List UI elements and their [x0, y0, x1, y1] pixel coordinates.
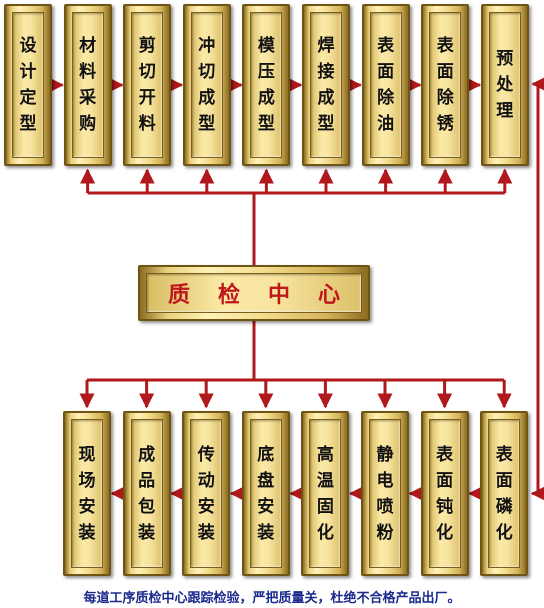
quality-center-box: 质检中心	[138, 265, 370, 321]
step-top-5-label: 模压成型	[257, 36, 275, 134]
step-bottom-2-label: 成品包装	[138, 444, 156, 543]
step-bottom-7: 表面钝化	[420, 411, 469, 576]
step-top-3: 剪切开料	[123, 4, 172, 166]
step-bottom-4-label: 底盘安装	[257, 444, 275, 543]
step-bottom-3-label: 传动安装	[197, 444, 215, 543]
step-top-7-label: 表面除油	[377, 36, 395, 134]
quality-center-label: 质检中心	[168, 283, 369, 308]
step-top-9: 预处理	[480, 4, 529, 166]
step-bottom-5-label: 高温固化	[316, 444, 334, 543]
step-top-6: 焊接成型	[302, 4, 350, 166]
step-bottom-3: 传动安装	[182, 411, 231, 576]
step-top-1: 设计定型	[4, 4, 52, 166]
step-bottom-1-label: 现场安装	[78, 444, 96, 543]
step-bottom-2: 成品包装	[122, 411, 171, 576]
step-bottom-4: 底盘安装	[241, 411, 290, 576]
step-bottom-1: 现场安装	[63, 411, 111, 576]
step-top-5: 模压成型	[242, 4, 291, 166]
caption-text: 每道工序质检中心跟踪检验，严把质量关，杜绝不合格产品出厂。	[83, 591, 461, 606]
step-bottom-8: 表面磷化	[480, 411, 529, 576]
step-top-7: 表面除油	[361, 4, 410, 166]
right-return-line	[531, 76, 544, 495]
step-bottom-6: 静电喷粉	[361, 411, 409, 576]
connector-lines	[49, 76, 544, 501]
step-top-8: 表面除锈	[421, 4, 470, 166]
step-top-2-label: 材料采购	[79, 36, 97, 134]
step-top-8-label: 表面除锈	[436, 36, 454, 134]
step-bottom-6-label: 静电喷粉	[376, 444, 394, 543]
step-top-2: 材料采购	[63, 4, 112, 166]
step-top-3-label: 剪切开料	[138, 36, 156, 134]
step-top-4-label: 冲切成型	[198, 36, 216, 134]
step-bottom-7-label: 表面钝化	[436, 444, 454, 543]
step-top-6-label: 焊接成型	[317, 36, 335, 134]
step-bottom-8-label: 表面磷化	[495, 444, 513, 543]
step-top-1-label: 设计定型	[19, 36, 37, 134]
step-top-4: 冲切成型	[182, 4, 231, 166]
step-bottom-5: 高温固化	[301, 411, 350, 576]
step-top-9-label: 预处理	[496, 49, 514, 121]
